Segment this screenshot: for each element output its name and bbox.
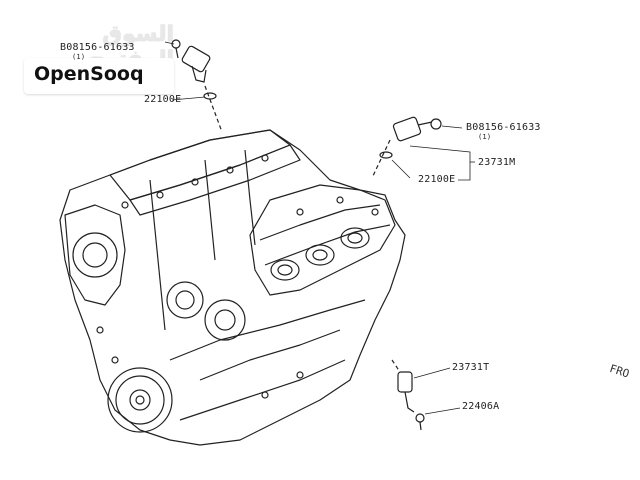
callout-lower-bolt: 22406A — [462, 401, 500, 412]
watermark-logo-box — [24, 58, 174, 94]
callout-top-left-bolt-qty: (1) — [72, 53, 86, 61]
leader-lines-right — [391, 125, 475, 181]
opensooq-watermark: السوق المفتوح OpenSooq — [14, 18, 174, 98]
callout-right-sensor: 23731M — [478, 157, 516, 168]
callout-top-left-oring: 22100E — [144, 94, 182, 105]
watermark-brand-text: OpenSooq — [34, 63, 144, 85]
crankshaft-sensor — [391, 359, 425, 431]
callout-right-oring: 22100E — [418, 174, 456, 185]
camshaft-sensor-right — [371, 116, 442, 179]
callout-right-bolt-qty: (1) — [478, 133, 492, 141]
leader-lines-left — [164, 41, 206, 101]
callout-right-bolt: B08156-61633 — [466, 122, 541, 133]
callout-top-left-bolt: B08156-61633 — [60, 42, 135, 53]
leader-lines-lower — [413, 367, 461, 415]
engine-block — [59, 129, 406, 446]
camshaft-sensor-left — [171, 39, 223, 133]
callout-lower-sensor: 23731T — [452, 362, 490, 373]
